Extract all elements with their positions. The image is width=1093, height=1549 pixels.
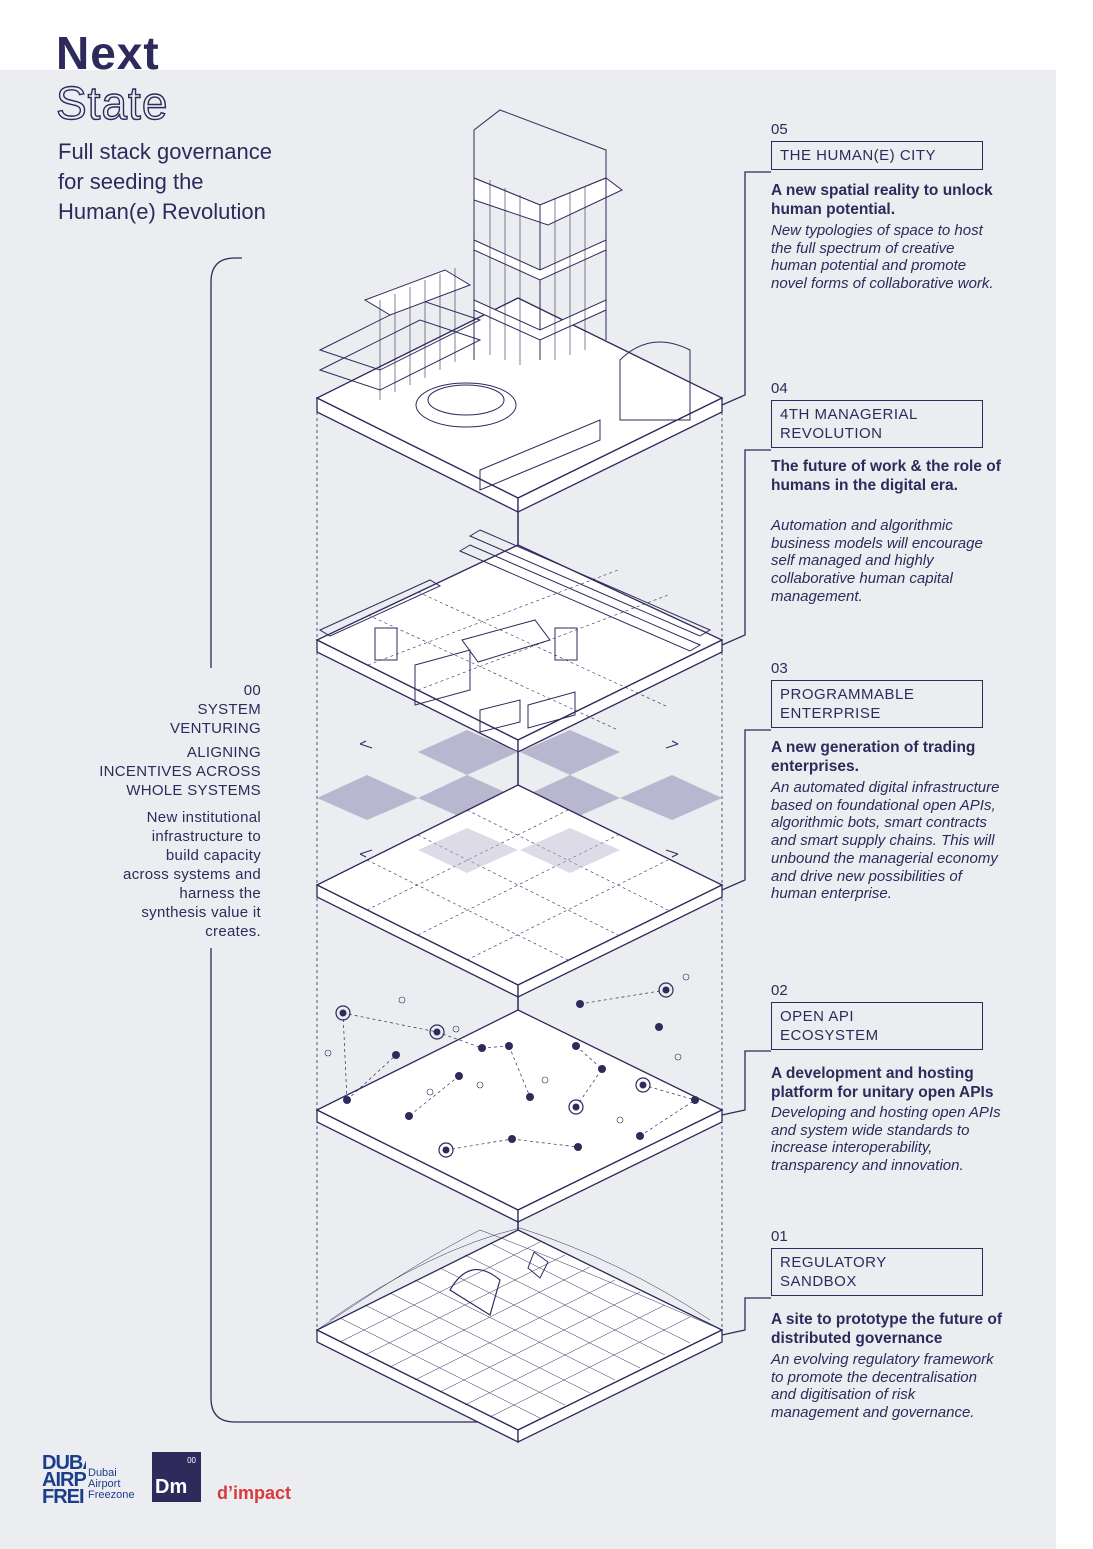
dafz-mark-line: AIRPO [42,1469,86,1491]
layer-01-heading: A site to prototype the future of distri… [771,1311,1003,1347]
layer-03-body: An automated digital infrastructure base… [771,779,1000,903]
layer-04-label: 4TH MANAGERIAL REVOLUTION [771,400,983,448]
layer-02-body: Developing and hosting open APIs and sys… [771,1104,1001,1175]
title-next: Next [56,27,160,79]
slab-02 [315,1009,724,1224]
furniture-04 [318,529,712,733]
slab-01 [315,1229,724,1444]
slab-04 [315,544,724,754]
left-bracket-line [210,948,518,1423]
arrow-icon [665,740,679,749]
slab-05 [315,297,724,514]
layer-01-label-line: REGULATORY [780,1254,887,1271]
dafz-text-line: Dubai [88,1467,117,1479]
building-05 [318,109,691,491]
left-body-line: synthesis value it [141,904,261,921]
left-body-line: harness the [179,885,261,902]
dimpact-logo: d’impact [217,1483,292,1503]
layer-01-number: 01 [771,1228,788,1245]
layer-05-label: THE HUMAN(E) CITY [771,141,983,170]
network-lines [342,989,696,1151]
layer-04-heading: The future of work & the role of humans … [771,458,1001,494]
dafz-text-line: Freezone [88,1489,135,1501]
layer-04-body: Automation and algorithmic business mode… [771,517,983,605]
left-body-line: across systems and [123,866,261,883]
left-title-line: VENTURING [169,720,261,737]
layer-03-label: PROGRAMMABLE ENTERPRISE [771,680,983,728]
network-nodes [339,986,699,1154]
subtitle-line: Full stack governance [58,139,272,164]
layer-05-body: New typologies of space to host the full… [771,222,994,293]
layer-02-label-line: OPEN API [780,1008,855,1025]
layer-02-heading: A development and hosting platform for u… [771,1065,994,1101]
layer-03-number: 03 [771,660,788,677]
network-open-nodes [324,973,690,1124]
grid-03-tiles [418,828,620,873]
title-state: State [55,77,169,129]
layer-05-heading: A new spatial reality to unlock human po… [771,182,993,218]
slab-03 [315,784,724,999]
layer-03-label-line: PROGRAMMABLE [780,686,915,703]
left-bracket-line [210,257,242,668]
subtitle-line: for seeding the [58,169,204,194]
layer-01-body: An evolving regulatory framework to prom… [771,1351,994,1422]
left-body-line: build capacity [165,847,261,864]
layer-01-label-line: SANDBOX [780,1273,857,1290]
left-subtitle-line: WHOLE SYSTEMS [126,782,261,799]
layer-02-label-line: ECOSYSTEM [780,1027,879,1044]
layer-04-label-line: 4TH MANAGERIAL [780,406,918,423]
dafz-mark-line: FREI [42,1486,85,1506]
left-body-line: creates. [205,923,261,940]
layer-04-number: 04 [771,380,788,397]
layer-02-label: OPEN API ECOSYSTEM [771,1002,983,1050]
left-subtitle-line: ALIGNING [186,744,261,761]
left-subtitle-line: INCENTIVES ACROSS [99,763,261,780]
layer-03-label-line: ENTERPRISE [780,705,881,722]
layer-01-label: REGULATORY SANDBOX [771,1248,983,1296]
left-number: 00 [243,682,261,699]
dm-logo-number: 00 [187,1456,196,1465]
left-body-line: New institutional [146,809,261,826]
dm-logo: 00 Dm [152,1452,201,1502]
left-body-line: infrastructure to [151,828,261,845]
arrow-icon [665,849,679,858]
arrow-icon [359,740,373,749]
subtitle: Full stack governance for seeding the Hu… [58,137,358,227]
layer-02-number: 02 [771,982,788,999]
layer-05-number: 05 [771,121,788,138]
dafz-logo-text: Dubai Airport Freezone [88,1468,134,1501]
left-title-line: SYSTEM [197,701,261,718]
terrain-mesh [316,1227,723,1419]
grid-03 [366,809,669,961]
arrow-icon [359,849,373,858]
system-venturing-block: 00 SYSTEM VENTURING ALIGNING INCENTIVES … [99,681,261,941]
label-connectors [721,171,771,1336]
subtitle-line: Human(e) Revolution [58,199,266,224]
dm-logo-text: Dm [155,1476,188,1498]
network-rings [335,982,674,1158]
dafz-text-line: Airport [88,1478,121,1490]
layer-04-label-line: REVOLUTION [780,425,883,442]
layer-03-heading: A new generation of trading enterprises. [771,739,976,775]
layer-05-label-line: THE HUMAN(E) CITY [780,147,936,164]
